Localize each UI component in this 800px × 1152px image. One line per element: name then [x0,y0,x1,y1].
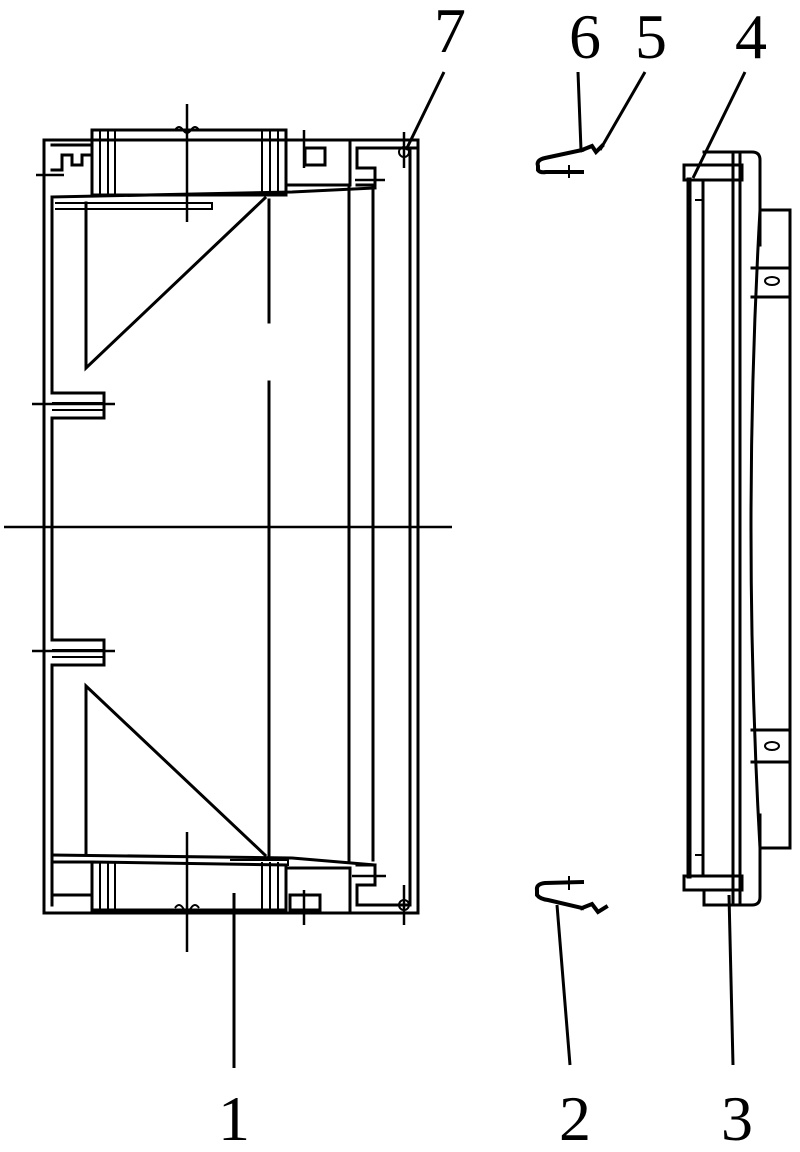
leader-7 [404,71,446,151]
label-6: 6 [569,1,601,72]
label-3: 3 [721,1083,753,1152]
frame-body [4,104,452,952]
leader-6 [576,71,583,151]
lower-clip [534,876,609,915]
label-4: 4 [735,1,767,72]
leader-3 [727,894,735,1066]
label-5: 5 [635,1,667,72]
leader-4 [691,71,747,179]
reference-labels: 1 2 3 4 5 6 7 [218,0,767,1152]
label-2: 2 [559,1083,591,1152]
label-7: 7 [434,0,466,66]
leader-2 [555,904,572,1066]
upper-clip [535,143,605,178]
cover-panel [682,150,792,907]
label-1: 1 [218,1083,250,1152]
leader-5 [598,71,647,151]
